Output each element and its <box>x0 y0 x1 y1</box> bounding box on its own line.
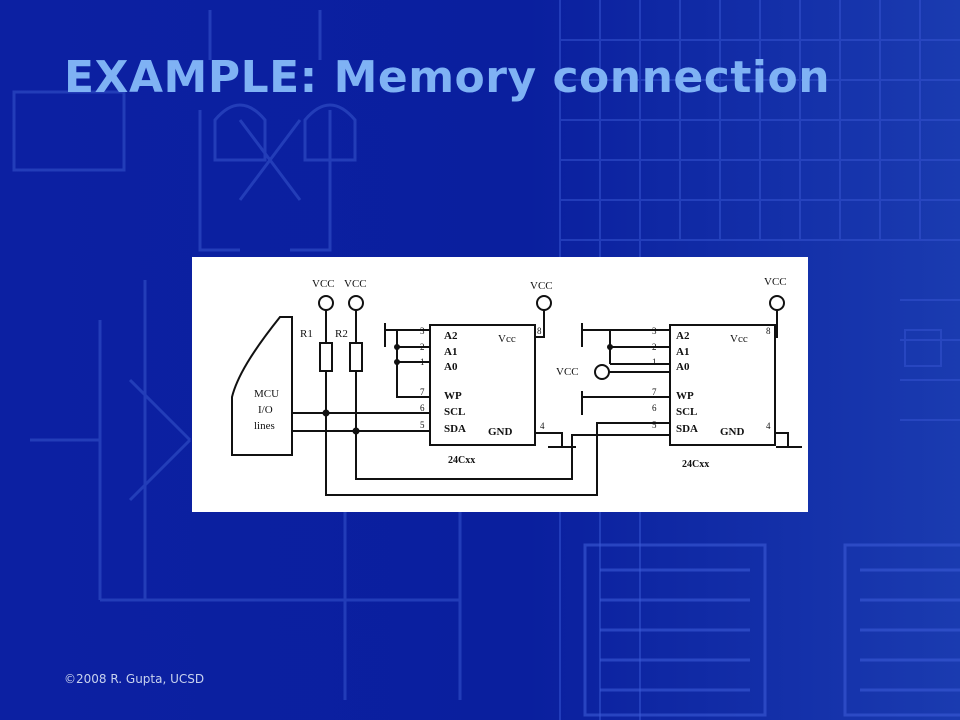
chip2-pinnum-1: 1 <box>652 357 657 367</box>
chip2-pinnum-7: 7 <box>652 387 657 397</box>
chip1-pinnum-4: 4 <box>540 421 545 431</box>
chip2-pinnum-5: 5 <box>652 420 657 430</box>
resistor-r1-label: R1 <box>300 328 313 340</box>
chip2-gnd-label: GND <box>720 426 745 438</box>
slide-title: EXAMPLE: Memory connection <box>64 52 831 103</box>
chip2-pinnum-4: 4 <box>766 421 771 431</box>
chip2-pinnum-3: 3 <box>652 326 657 336</box>
chip2-pin-a2: A2 <box>676 330 690 342</box>
chip2-vcc-pin-label: Vcc <box>730 333 748 345</box>
chip1-pin-a2: A2 <box>444 330 458 342</box>
chip1-pinnum-6: 6 <box>420 403 425 413</box>
chip1-pinnum-1: 1 <box>420 357 425 367</box>
chip1-pin-sda: SDA <box>444 423 466 435</box>
vcc-label-chip1: VCC <box>530 280 553 292</box>
mcu-label-line1: MCU <box>254 388 279 400</box>
chip1-gnd-label: GND <box>488 426 513 438</box>
chip2-pinnum-8: 8 <box>766 326 771 336</box>
chip1-pinnum-2: 2 <box>420 342 425 352</box>
chip1-pin-scl: SCL <box>444 406 465 418</box>
chip2-pin-a1: A1 <box>676 346 689 358</box>
chip1-vcc-pin-label: Vcc <box>498 333 516 345</box>
vcc-label-chip2: VCC <box>764 276 787 288</box>
vcc-label-a0: VCC <box>556 366 579 378</box>
chip2-part-label: 24Cxx <box>682 459 709 470</box>
chip1-pin-wp: WP <box>444 390 462 402</box>
copyright-footer: ©2008 R. Gupta, UCSD <box>64 672 205 686</box>
chip1-pin-a1: A1 <box>444 346 457 358</box>
memory-connection-schematic: MCU I/O lines VCC VCC VCC VCC VCC R1 R2 … <box>192 257 808 512</box>
chip1-pinnum-5: 5 <box>420 420 425 430</box>
mcu-label-line2: I/O <box>258 404 273 416</box>
vcc-label-r1: VCC <box>312 278 335 290</box>
chip2-pinnum-6: 6 <box>652 403 657 413</box>
chip2-pin-scl: SCL <box>676 406 697 418</box>
chip2-pin-sda: SDA <box>676 423 698 435</box>
chip1-pin-a0: A0 <box>444 361 458 373</box>
chip1-pinnum-3: 3 <box>420 326 425 336</box>
vcc-label-r2: VCC <box>344 278 367 290</box>
chip1-pinnum-7: 7 <box>420 387 425 397</box>
chip2-pinnum-2: 2 <box>652 342 657 352</box>
chip1-pinnum-8: 8 <box>537 326 542 336</box>
resistor-r2-label: R2 <box>335 328 348 340</box>
chip2-pin-wp: WP <box>676 390 694 402</box>
mcu-label-line3: lines <box>254 420 275 432</box>
chip2-pin-a0: A0 <box>676 361 690 373</box>
chip1-part-label: 24Cxx <box>448 455 475 466</box>
